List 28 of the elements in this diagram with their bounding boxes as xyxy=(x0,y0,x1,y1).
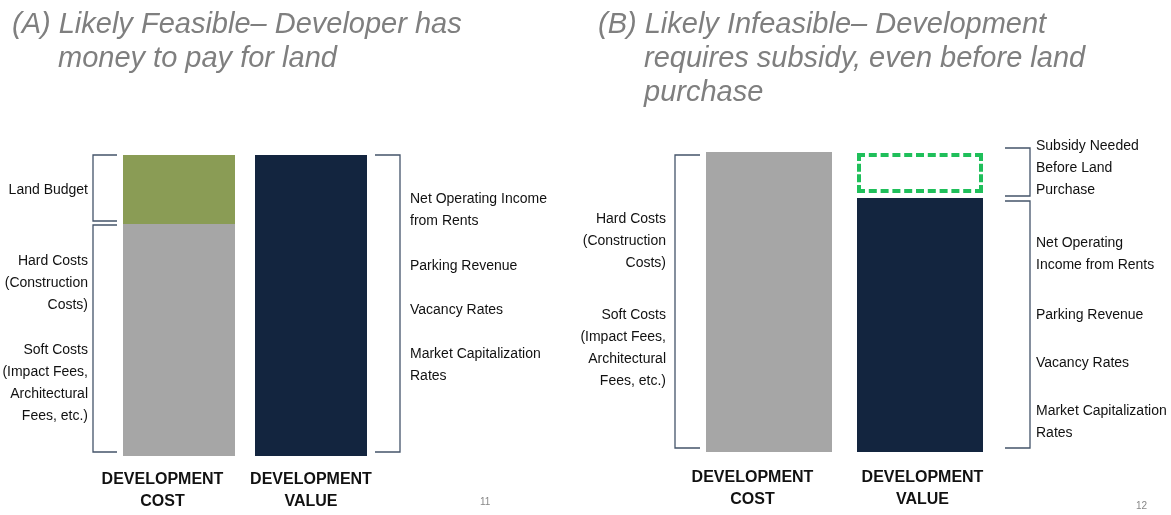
page-number: 12 xyxy=(1136,500,1149,512)
axis-label: DEVELOPMENT VALUE xyxy=(249,469,373,511)
panel-title: (B) Likely Infeasible– Development requires subsidy, even before land purchase xyxy=(598,6,1087,108)
bar-caption: Land Budget xyxy=(7,180,88,199)
bar-caption: Soft Costs (Impact Fees, Architectural Fees, etc.) xyxy=(579,305,666,390)
bar xyxy=(123,155,235,224)
bar xyxy=(123,224,235,456)
bar xyxy=(255,155,367,456)
bar-caption: Vacancy Rates xyxy=(410,300,505,319)
axis-label: DEVELOPMENT VALUE xyxy=(860,467,985,509)
bar-caption: Market Capitalization Rates xyxy=(410,344,542,385)
bar xyxy=(857,198,983,452)
bar xyxy=(706,152,832,452)
bar-caption: Parking Revenue xyxy=(410,256,519,275)
bar-caption: Market Capitalization Rates xyxy=(1036,401,1168,442)
dashed-box xyxy=(857,153,983,193)
bar-caption: Parking Revenue xyxy=(1036,305,1145,324)
panel-title: (A) Likely Feasible– Developer has money to pay for land xyxy=(12,6,463,74)
page-number: 11 xyxy=(480,496,492,508)
bar-caption: Soft Costs (Impact Fees, Architectural Fees, etc.) xyxy=(2,340,88,425)
axis-label: DEVELOPMENT COST xyxy=(690,467,815,509)
bar-caption: Net Operating Income from Rents xyxy=(410,189,548,230)
bar-caption: Subsidy Needed Before Land Purchase xyxy=(1036,136,1140,199)
axis-label: DEVELOPMENT COST xyxy=(100,469,225,511)
bar-caption: Hard Costs (Construction Costs) xyxy=(581,209,666,272)
bar-caption: Hard Costs (Construction Costs) xyxy=(3,251,88,314)
bar-caption: Net Operating Income from Rents xyxy=(1036,233,1156,274)
bar-caption: Vacancy Rates xyxy=(1036,353,1131,372)
